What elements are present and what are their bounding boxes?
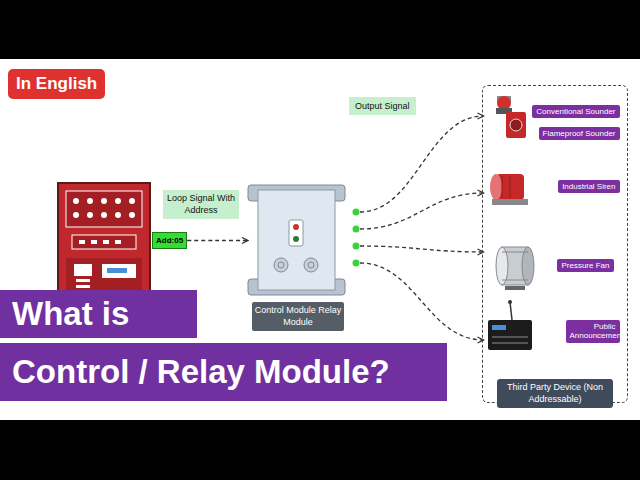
node-text: Conventional Sounder <box>532 105 619 119</box>
signal-label: Output Signal <box>349 97 416 115</box>
node-text: Output Signal <box>355 101 410 111</box>
node-text: Third Party Device (Non Addressable) <box>497 379 613 408</box>
device-node: Public Announcement <box>484 300 620 355</box>
device-node: Industrial Siren <box>484 168 620 218</box>
node-text: Industrial Siren <box>558 180 619 194</box>
lang-badge: In English <box>8 69 105 99</box>
module-device <box>248 185 360 295</box>
node-text: Add:05 <box>156 236 183 245</box>
node-text: What is <box>12 295 129 333</box>
sounder-icons <box>496 96 526 138</box>
node-text: Control / Relay Module? <box>12 353 390 391</box>
title-band: What is <box>0 290 197 338</box>
node-text: Flameproof Sounder <box>539 127 620 141</box>
pa-icon <box>488 300 532 350</box>
module-node: Control Module Relay Module <box>248 185 360 295</box>
node-text: Public Announcement <box>566 320 620 343</box>
address-tag: Add:05 <box>152 232 187 249</box>
node-text: Control Module Relay Module <box>252 302 344 331</box>
node-text: In English <box>16 74 97 94</box>
dashed-connector <box>360 246 484 252</box>
signal-label: Loop Signal With Address <box>163 190 239 219</box>
dashed-connector <box>360 263 484 340</box>
siren-icon <box>490 174 528 205</box>
device-node: Pressure Fan <box>484 240 614 300</box>
fan-icon <box>496 247 534 290</box>
device-node: Conventional Sounder <box>484 100 620 122</box>
node-text: Loop Signal With Address <box>165 193 237 216</box>
device-node: Flameproof Sounder <box>484 124 620 144</box>
title-band: Control / Relay Module? <box>0 343 447 401</box>
dashed-connector <box>360 193 484 229</box>
dashed-connector <box>187 240 248 241</box>
node-text: Pressure Fan <box>557 259 613 273</box>
dashed-connector <box>360 116 484 212</box>
device-group: Third Party Device (Non Addressable)Conv… <box>482 85 628 403</box>
